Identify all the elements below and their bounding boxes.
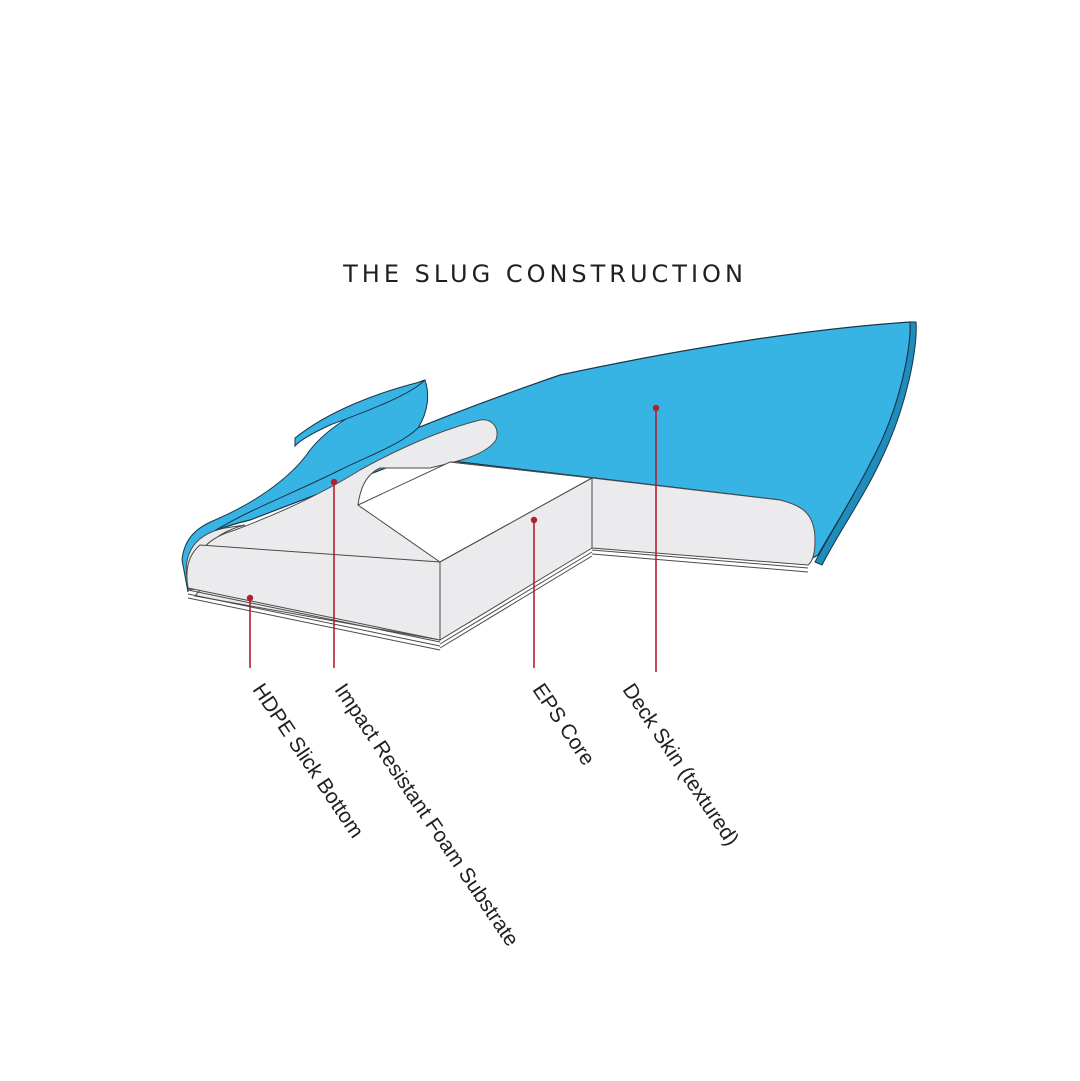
- left-slab-front: [186, 544, 441, 641]
- callout-line-impact-dot: [330, 478, 338, 486]
- right-rail-layers: [591, 477, 816, 566]
- callout-line-deck-dot: [652, 404, 660, 412]
- hdpe-bottom-layers-left: [187, 589, 441, 651]
- deck-rolled-edge: [814, 321, 917, 566]
- diagram-title: THE SLUG CONSTRUCTION: [343, 260, 747, 288]
- hdpe-bottom-layers-right: [439, 549, 809, 649]
- peeled-deck-flap-tab: [294, 379, 426, 448]
- callout-line-eps-dot: [530, 516, 538, 524]
- right-rail-inner-line: [449, 461, 593, 479]
- callout-line-hdpe-dot: [246, 594, 254, 602]
